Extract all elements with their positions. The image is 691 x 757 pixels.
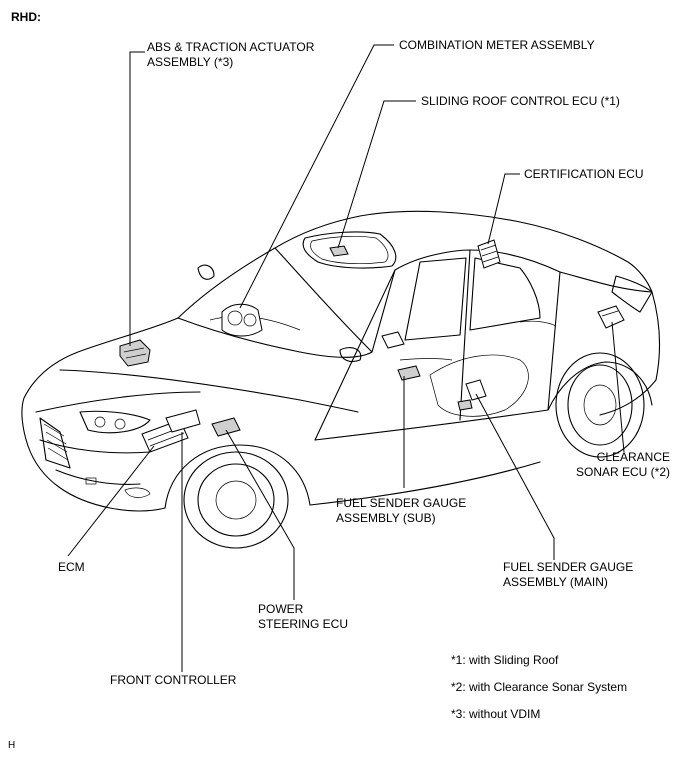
footnote-1: *1: with Sliding Roof [451,653,559,667]
fuel-sender-main-part [457,379,487,411]
footnote-2: *2: with Clearance Sonar System [451,680,628,694]
label-ecm: ECM [58,560,85,574]
region-header: RHD: [11,10,41,24]
label-certification-ecu: CERTIFICATION ECU [524,167,644,181]
sliding-roof-ecu-part [329,245,349,257]
car-body [21,210,661,549]
ecm-part [141,409,201,453]
clearance-sonar-ecu-part [597,305,625,329]
power-steering-ecu-part [211,417,241,437]
combination-meter-part [221,303,263,337]
label-front-controller: FRONT CONTROLLER [110,673,237,687]
label-combination-meter: COMBINATION METER ASSEMBLY [399,38,595,52]
label-sliding-roof-ecu: SLIDING ROOF CONTROL ECU (*1) [421,94,620,108]
corner-mark: H [8,740,16,751]
abs-actuator-part [119,339,151,367]
footnote-3: *3: without VDIM [451,707,541,721]
certification-ecu-part [477,239,501,269]
leader-lines [67,44,625,672]
